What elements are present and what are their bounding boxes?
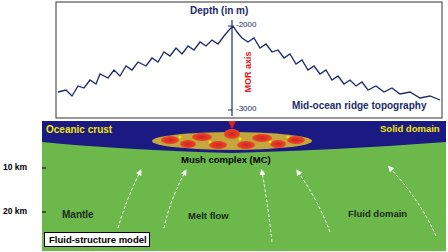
box-text: Fluid-structure model [49,235,145,245]
text-label: MOR axis [244,51,254,92]
axis-tick [228,26,232,27]
axis-marker [228,121,236,129]
depth-tick [42,168,46,169]
melt-flow-arrows [118,168,436,242]
oceanic-crust [42,121,446,153]
text-label: 10 km [3,163,27,172]
text-label: -3000 [236,105,256,114]
depth-tick [42,212,46,213]
text-label: Mid-ocean ridge topography [292,100,426,111]
text-label: 20 km [3,207,27,216]
text-label: Oceanic crust [46,124,112,135]
model-box: Fluid-structure model [44,232,150,247]
text-label: Mush complex (MC) [181,155,271,165]
text-label: -2000 [236,21,256,30]
text-label: Depth (in m) [190,5,248,16]
text-label: Solid domain [380,124,440,134]
topography-panel [56,2,442,118]
text-label: Melt flow [188,211,229,221]
mantle-region [42,121,446,251]
text-label: Fluid domain [348,209,407,219]
axis-tick [228,110,232,111]
topography-line [58,26,440,100]
mush-complex [152,129,312,150]
depth-axis [231,20,232,116]
text-label: Mantle [62,209,94,220]
